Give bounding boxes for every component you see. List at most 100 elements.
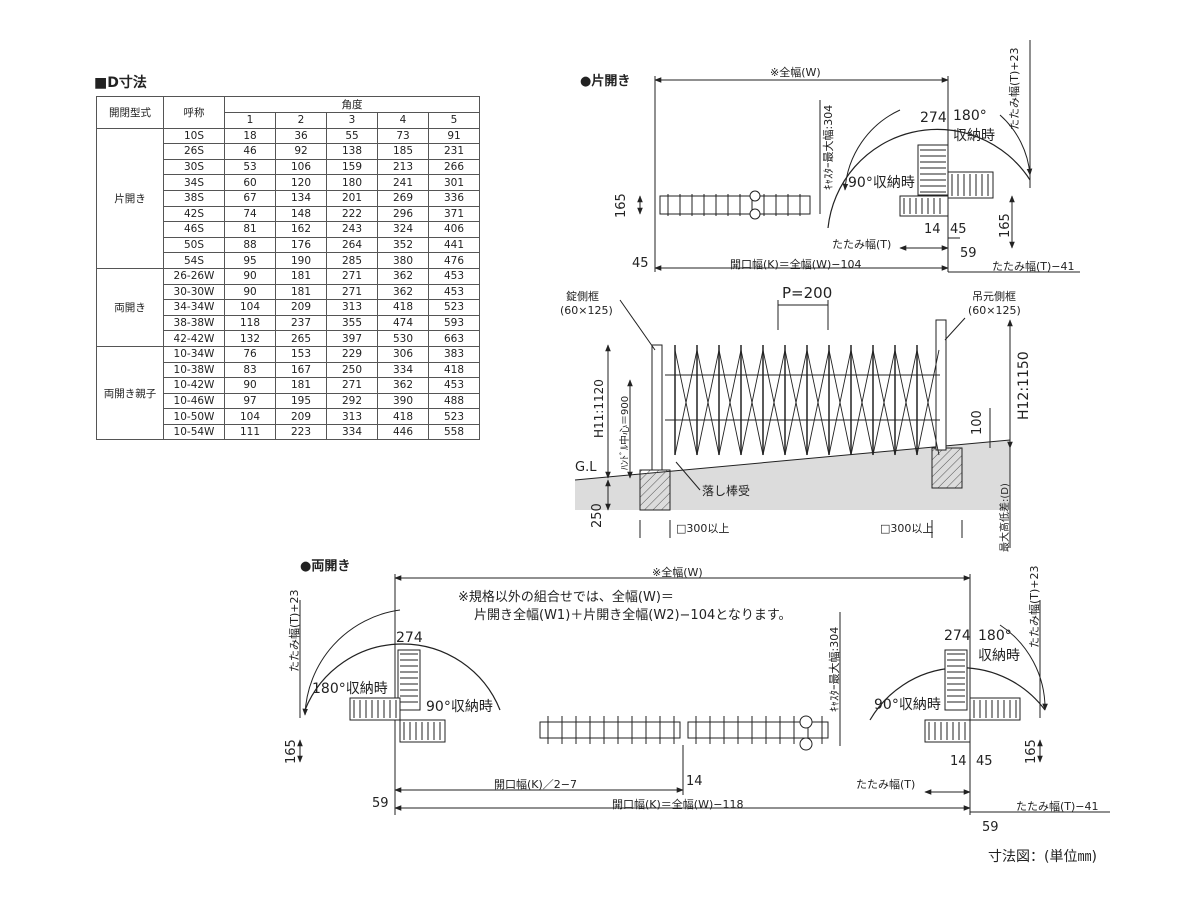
lattice-bar — [762, 349, 786, 456]
double-fold-plus-left: たたみ幅(T)+23 — [288, 589, 301, 672]
lattice-bar — [806, 349, 830, 456]
double-fold-plus-right: たたみ幅(T)+23 — [1028, 565, 1041, 648]
row-name: 10S — [163, 127, 225, 145]
lattice-bar — [674, 349, 698, 456]
row-value: 271 — [326, 283, 378, 301]
double-274-right: 274 — [944, 628, 971, 644]
row-value: 18 — [224, 127, 276, 145]
base1-label: □300以上 — [676, 522, 730, 535]
single-opening: 開口幅(K)＝全幅(W)−104 — [730, 258, 862, 271]
row-value: 223 — [275, 423, 327, 441]
row-value: 36 — [275, 127, 327, 145]
row-value: 209 — [275, 408, 327, 425]
d250-label: 250 — [590, 503, 605, 528]
row-value: 362 — [377, 283, 429, 301]
lattice-bar — [784, 349, 808, 456]
units-footer: 寸法図：(単位㎜) — [988, 849, 1097, 865]
double-stow180-left: 180°収納時 — [312, 681, 388, 697]
row-value: 453 — [428, 267, 480, 285]
row-name: 10-54W — [163, 423, 225, 441]
base2-label: □300以上 — [880, 522, 934, 535]
single-plan-view — [637, 40, 1080, 273]
single-stow90: 90°収納時 — [848, 175, 915, 191]
single-stow180: 収納時 — [953, 128, 995, 144]
double-half-opening: 開口幅(K)／2−7 — [494, 778, 578, 791]
single-59: 59 — [960, 246, 977, 261]
double-274-left: 274 — [396, 630, 423, 646]
row-value: 380 — [377, 252, 429, 269]
row-value: 209 — [275, 299, 327, 316]
group-label: 両開き — [96, 267, 164, 347]
group-label: 片開き — [96, 127, 164, 269]
table-header-row: 開閉型式呼称角度 — [96, 96, 480, 129]
row-value: 446 — [377, 423, 429, 441]
row-value: 241 — [377, 174, 429, 191]
double-14-right: 14 — [950, 754, 967, 769]
header-angle-col: 1 — [224, 112, 276, 129]
double-stow90-left: 90°収納時 — [426, 699, 493, 715]
double-stow180-right: 収納時 — [978, 648, 1020, 664]
double-59-right: 59 — [982, 820, 999, 835]
single-caster: ｷｬｽﾀｰ最大幅:304 — [822, 104, 835, 190]
double-165-right: 165 — [1024, 739, 1039, 764]
row-value: 120 — [275, 174, 327, 191]
double-180deg-right: 180° — [978, 628, 1012, 644]
double-fold-right: たたみ幅(T) — [856, 778, 916, 791]
max-diff-label: 最大高低差:(D) — [1000, 483, 1011, 552]
row-name: 30-30W — [163, 283, 225, 301]
single-title: ●片開き — [580, 74, 631, 89]
row-value: 269 — [377, 189, 429, 207]
row-name: 10-46W — [163, 392, 225, 410]
lattice-bar — [718, 349, 742, 456]
double-title: ●両開き — [300, 559, 351, 574]
single-fold-width: たたみ幅(T) — [832, 238, 892, 251]
row-value: 159 — [326, 158, 378, 176]
double-fold-minus: たたみ幅(T)−41 — [1016, 800, 1099, 813]
group-label: 両開き親子 — [96, 345, 164, 441]
single-45b: 45 — [632, 256, 649, 271]
row-value: 663 — [428, 330, 480, 347]
single-165a: 165 — [614, 193, 629, 218]
single-45: 45 — [950, 222, 967, 237]
single-fold-plus: たたみ幅(T)+23 — [1008, 47, 1021, 130]
single-fold-minus: たたみ幅(T)−41 — [992, 260, 1075, 273]
lattice-bar — [740, 349, 764, 456]
row-value: 229 — [326, 345, 378, 363]
row-value: 176 — [275, 236, 327, 254]
lattice-bar — [850, 349, 874, 456]
row-name: 38-38W — [163, 314, 225, 332]
row-value: 453 — [428, 283, 480, 301]
row-value: 250 — [326, 361, 378, 379]
row-value: 441 — [428, 236, 480, 254]
h11-label: H11:1120 — [592, 379, 606, 438]
single-165b: 165 — [998, 213, 1013, 238]
hinge-frame-size: (60×125) — [968, 304, 1021, 317]
row-value: 296 — [377, 205, 429, 223]
row-name: 42-42W — [163, 330, 225, 347]
row-value: 453 — [428, 377, 480, 394]
double-stow90-right: 90°収納時 — [874, 697, 941, 713]
double-14-center: 14 — [686, 774, 703, 789]
row-value: 181 — [275, 267, 327, 285]
double-plan-view — [297, 574, 1110, 815]
header-angle-col: 4 — [377, 112, 429, 129]
lock-frame-size: (60×125) — [560, 304, 613, 317]
handle-label: ﾊﾝﾄﾞﾙ中心＝900 — [620, 395, 631, 470]
row-value: 264 — [326, 236, 378, 254]
row-value: 397 — [326, 330, 378, 347]
lattice-bar — [894, 349, 918, 456]
row-value: 336 — [428, 189, 480, 207]
row-value: 418 — [377, 299, 429, 316]
